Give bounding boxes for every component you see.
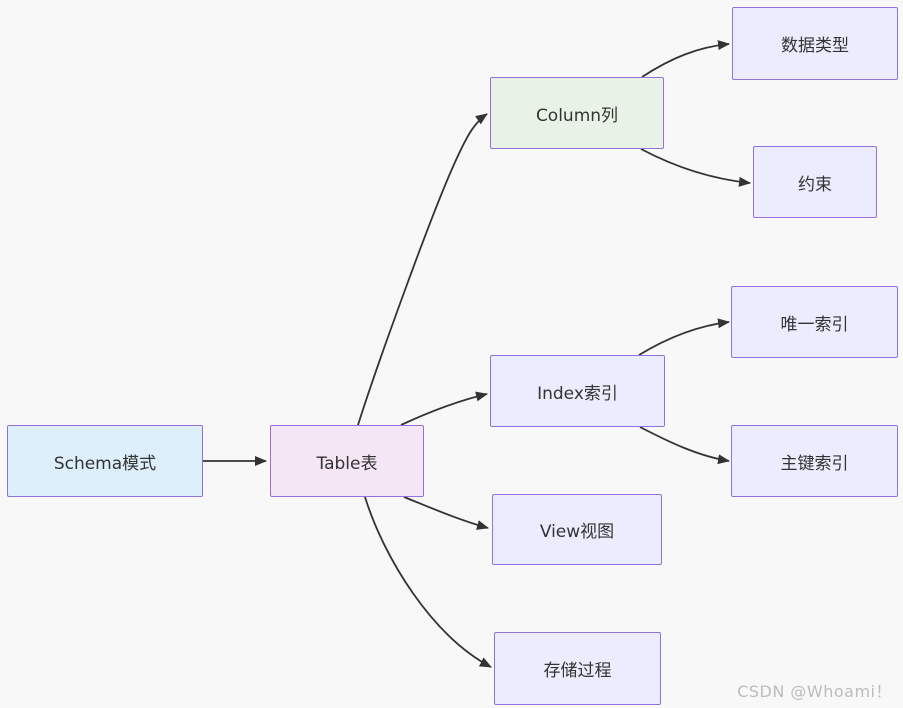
edge-column-datatype (641, 40, 730, 78)
node-stored-procedure-label: 存储过程 (543, 661, 612, 681)
node-schema: Schema模式 (7, 425, 203, 497)
edge-column-constraint (640, 148, 751, 187)
node-index: Index索引 (490, 355, 665, 427)
node-column: Column列 (490, 77, 664, 149)
node-unique-index: 唯一索引 (731, 286, 898, 358)
node-constraint: 约束 (753, 146, 877, 218)
node-datatype-label: 数据类型 (781, 36, 849, 56)
node-table-label: Table表 (316, 453, 378, 474)
edge-table-index (400, 391, 488, 426)
node-table: Table表 (270, 425, 424, 497)
edge-index-primary-key-index (639, 426, 730, 465)
node-stored-procedure: 存储过程 (494, 632, 661, 705)
node-index-label: Index索引 (537, 383, 618, 404)
node-view-label: View视图 (539, 522, 615, 542)
edge-index-unique-index (638, 318, 730, 356)
node-primary-key-index-label: 主键索引 (780, 453, 849, 474)
node-datatype: 数据类型 (732, 7, 898, 80)
edge-table-column (357, 113, 488, 426)
node-unique-index-label: 唯一索引 (780, 314, 849, 335)
node-constraint-label: 约束 (798, 174, 832, 195)
node-primary-key-index: 主键索引 (731, 425, 898, 497)
node-column-label: Column列 (535, 105, 619, 126)
edge-table-stored-procedure (364, 496, 492, 668)
node-view: View视图 (492, 494, 662, 565)
watermark: CSDN @Whoami！ (737, 682, 892, 701)
edge-table-view (403, 496, 489, 530)
node-schema-label: Schema模式 (53, 453, 157, 474)
